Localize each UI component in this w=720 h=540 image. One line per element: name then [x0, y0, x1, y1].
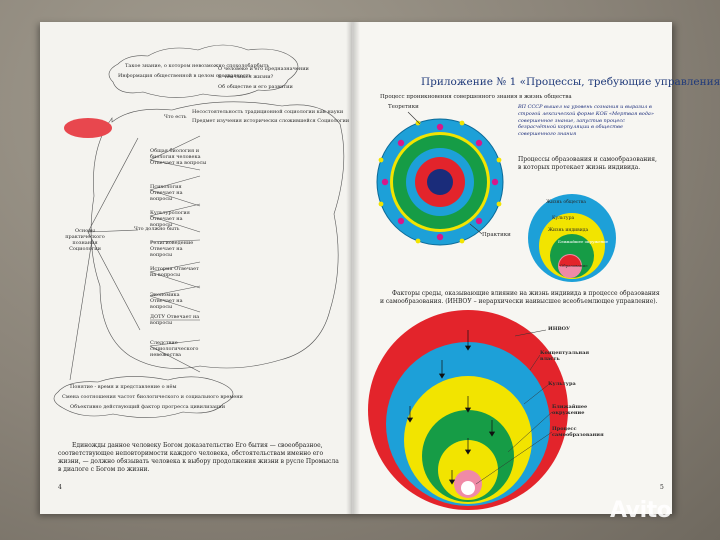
mindmap-mid-label-1: Несостоятельность традиционной социологи…: [192, 109, 344, 115]
nested-label-culture: Культура: [552, 216, 575, 221]
mindmap-cloud-top: [108, 44, 299, 98]
big-label-self-education: Процесс самообразования: [552, 426, 604, 438]
appendix-subtitle: Процесс проникновения совершенного знани…: [380, 94, 572, 100]
mindmap-bottom-label-3: Объективно действующий фактор прогресса …: [70, 404, 226, 410]
mindmap-bottom-label-1: Понятие - время и представление о нём: [70, 384, 177, 390]
mindmap-top-label-2: Информация общественной в целом осознавн…: [118, 73, 252, 79]
mindmap-what-is: Что есть: [164, 114, 187, 120]
mindmap-mid-label-2: Предмет изучения исторически сложившейся…: [192, 118, 350, 124]
mindmap-top-label-1: Такое знание, о котором невозможно спохо…: [125, 63, 270, 69]
factors-diagram: [368, 310, 568, 510]
left-page-number: 4: [58, 484, 62, 491]
mindmap-bottom-label-2: Смена соотношения частот биологического …: [62, 394, 243, 400]
big-label-conceptual: Концептуальная власть: [540, 350, 590, 362]
appendix-title: Приложение № 1 «Процессы, требующие упра…: [421, 76, 720, 88]
big-label-culture: Культура: [548, 381, 576, 387]
mindmap-top-label-3: О человеке и его предназначении: [218, 66, 309, 72]
book-spine: [346, 22, 360, 514]
nested-label-education: Образование: [560, 263, 588, 268]
mindmap: [53, 44, 345, 418]
knowledge-diagram: [376, 118, 504, 246]
big-label-invou: ИНВОУ: [548, 326, 571, 332]
nested-label-society: Жизнь общества: [546, 200, 586, 205]
mindmap-top-label-4: В чём смысл жизни?: [218, 74, 274, 80]
nested-label-individual: Жизнь индивида: [548, 228, 589, 233]
mindmap-root: Основы практического познания Социологии: [65, 228, 105, 252]
left-paragraph: Единожды данное человеку Богом доказател…: [58, 442, 339, 474]
label-practice: Практики: [482, 232, 511, 238]
mindmap-cloud-bottom: [53, 376, 234, 418]
mindmap-red-bubble: [64, 118, 112, 138]
mindmap-branch-5: История Отвечает на вопросы: [150, 266, 199, 278]
nested-label-surroundings: Ближайшее окружение: [558, 239, 609, 244]
avito-watermark: Avito: [610, 498, 672, 523]
mindmap-branch-8: Следствие социологического невежества: [150, 340, 199, 358]
label-theory: Теоретики: [388, 104, 419, 110]
right-page-number: 5: [660, 484, 664, 491]
ussr-note: ВП СССР вышел на уровень сознания и выра…: [518, 104, 654, 137]
mindmap-branch-4: Религиоведение Отвечает на вопросы: [150, 240, 194, 258]
mindmap-what-to-do: Что должно быть: [134, 226, 180, 232]
mindmap-big-cloud: [90, 101, 345, 369]
mindmap-branch-2: Психология Отвечает на вопросы: [150, 184, 183, 202]
mindmap-branch-6: Экономика Отвечает на вопросы: [150, 292, 183, 310]
education-diagram: [528, 194, 616, 282]
mindmap-top-label-5: Об обществе и его развитии: [218, 84, 293, 90]
education-caption: Процессы образования и самообразования, …: [518, 156, 657, 172]
big-label-surroundings: Ближайшее окружение: [552, 404, 588, 416]
mindmap-branch-3: Культурология Отвечает на вопросы: [150, 210, 190, 228]
factors-caption: Факторы среды, оказывающие влияние на жи…: [380, 290, 660, 306]
mindmap-branch-1: Общая биология и биология человека Отвеч…: [150, 148, 207, 166]
mindmap-branch-7: ДОТУ Отвечает на вопросы: [150, 314, 200, 326]
